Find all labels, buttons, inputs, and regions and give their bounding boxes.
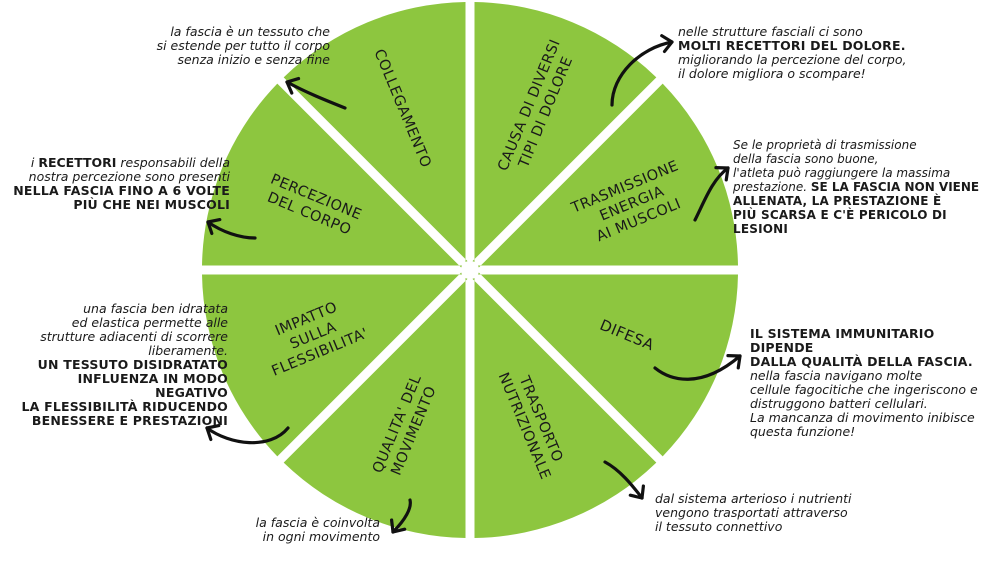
slice-causa — [472, 2, 657, 262]
slice-qualita — [283, 278, 468, 538]
arrowhead-qualita — [390, 518, 407, 534]
note-percezione: i RECETTORI responsabili della nostra pe… — [13, 155, 230, 212]
arrowhead-causa — [660, 34, 674, 54]
slice-trasporto — [472, 278, 657, 538]
arrowhead-trasporto — [628, 484, 645, 500]
note-difesa: IL SISTEMA IMMUNITARIO DIPENDE DALLA QUA… — [750, 326, 978, 439]
arrow-percezione — [206, 220, 257, 240]
note-qualita: la fascia è coinvolta in ogni movimento — [255, 515, 380, 544]
arrow-trasmissione — [693, 166, 730, 222]
arrow-collegamento — [285, 80, 347, 110]
slice-percezione — [202, 83, 462, 268]
note-trasmissione: Se le proprietà di trasmissione della fa… — [733, 138, 980, 236]
arrowhead-percezione — [206, 217, 222, 236]
arrows — [205, 34, 742, 534]
arrow-qualita — [391, 498, 412, 534]
slice-impatto — [202, 272, 462, 457]
arrowhead-trasmissione — [714, 166, 730, 182]
arrowhead-impatto — [205, 423, 221, 442]
slice-collegamento — [283, 2, 468, 262]
slice-difesa — [478, 272, 738, 457]
slice-trasmissione — [478, 83, 738, 268]
arrowhead-collegamento — [285, 76, 301, 95]
note-collegamento: la fascia è un tessuto che si estende pe… — [156, 24, 330, 67]
note-impatto: una fascia ben idratata ed elastica perm… — [21, 301, 228, 428]
note-causa: nelle strutture fasciali ci sono MOLTI R… — [678, 24, 907, 81]
arrow-impatto — [205, 426, 290, 445]
arrow-trasporto — [603, 460, 644, 500]
arrowhead-difesa — [726, 354, 742, 370]
wheel-slices — [202, 2, 738, 538]
note-trasporto: dal sistema arterioso i nutrienti vengon… — [655, 491, 852, 534]
arrow-causa — [610, 40, 674, 107]
arrow-difesa — [653, 354, 742, 381]
